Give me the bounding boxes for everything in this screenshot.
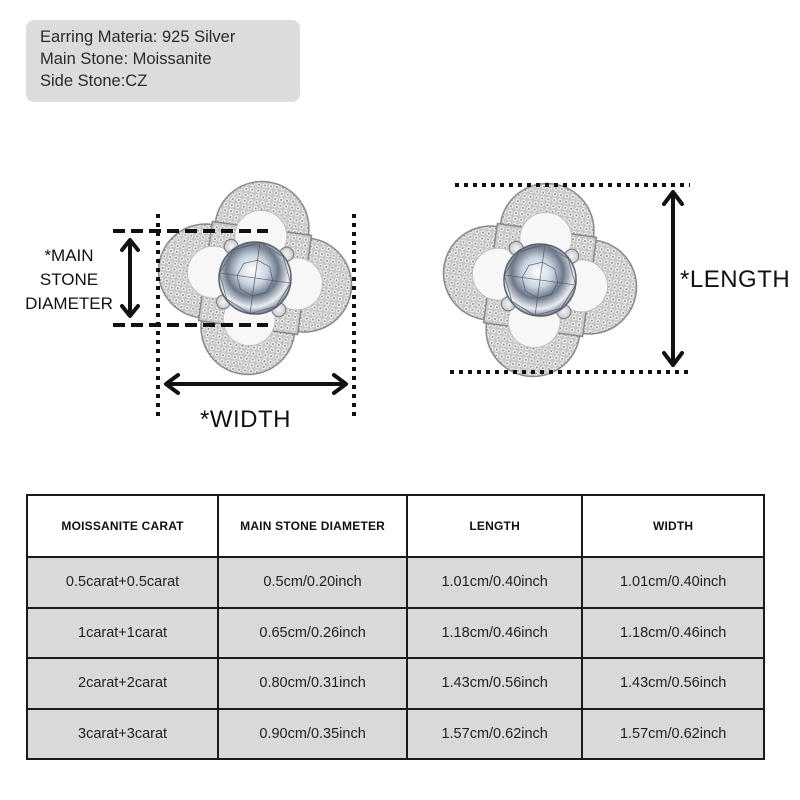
table-cell: 1.01cm/0.40inch	[581, 556, 765, 609]
table-cell: 3carat+3carat	[25, 707, 220, 760]
main-stone-label-line: *MAIN	[44, 246, 94, 265]
material-line: Earring Materia: 925 Silver	[40, 28, 236, 46]
earring-left-image	[157, 180, 353, 376]
main-stone-label-line: DIAMETER	[25, 294, 113, 313]
length-guides	[450, 183, 690, 374]
main-stone-diameter-label: *MAIN STONE DIAMETER	[6, 244, 132, 316]
column-header: LENGTH	[406, 494, 584, 558]
table-cell: 1carat+1carat	[25, 606, 220, 659]
main-stone-line: Main Stone: Moissanite	[40, 50, 212, 68]
material-info-box: Earring Materia: 925 Silver Main Stone: …	[26, 20, 300, 102]
column-header: MAIN STONE DIAMETER	[217, 494, 409, 558]
table-cell: 1.18cm/0.46inch	[581, 606, 765, 659]
table-cell: 1.57cm/0.62inch	[406, 707, 584, 760]
earring-dimension-diagram	[113, 180, 690, 420]
column-header: WIDTH	[581, 494, 765, 558]
earring-right-image	[442, 182, 638, 378]
width-label: *WIDTH	[200, 406, 291, 433]
table-cell: 0.65cm/0.26inch	[217, 606, 409, 659]
table-cell: 0.5carat+0.5carat	[25, 556, 220, 609]
table-row: 0.5carat+0.5carat 0.5cm/0.20inch 1.01cm/…	[25, 556, 765, 609]
table-cell: 0.5cm/0.20inch	[217, 556, 409, 609]
width-guides	[156, 214, 356, 420]
table-cell: 1.43cm/0.56inch	[581, 657, 765, 710]
table-row: 2carat+2carat 0.80cm/0.31inch 1.43cm/0.5…	[25, 657, 765, 710]
table-cell: 1.18cm/0.46inch	[406, 606, 584, 659]
main-stone-label-line: STONE	[39, 270, 99, 289]
table-cell: 1.01cm/0.40inch	[406, 556, 584, 609]
size-spec-table: MOISSANITE CARAT MAIN STONE DIAMETER LEN…	[25, 494, 765, 760]
table-cell: 0.80cm/0.31inch	[217, 657, 409, 710]
table-row: 3carat+3carat 0.90cm/0.35inch 1.57cm/0.6…	[25, 707, 765, 760]
table-row: 1carat+1carat 0.65cm/0.26inch 1.18cm/0.4…	[25, 606, 765, 659]
main-stone-diameter-guides	[113, 229, 268, 327]
column-header: MOISSANITE CARAT	[25, 494, 220, 558]
table-cell: 1.43cm/0.56inch	[406, 657, 584, 710]
table-cell: 0.90cm/0.35inch	[217, 707, 409, 760]
table-cell: 2carat+2carat	[25, 657, 220, 710]
table-cell: 1.57cm/0.62inch	[581, 707, 765, 760]
table-header-row: MOISSANITE CARAT MAIN STONE DIAMETER LEN…	[25, 494, 765, 558]
side-stone-line: Side Stone:CZ	[40, 72, 148, 90]
length-label: *LENGTH	[680, 266, 791, 293]
